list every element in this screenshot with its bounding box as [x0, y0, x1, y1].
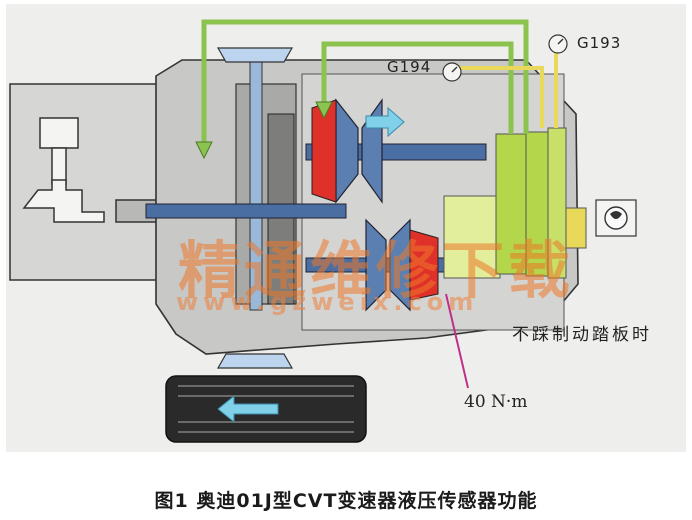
secondary-pressure-chamber — [409, 229, 439, 301]
flow-arrow-right-icon — [365, 106, 405, 138]
control-connector — [565, 207, 587, 249]
sensor-lines — [452, 50, 558, 128]
oil-line-arrow-2 — [315, 101, 333, 120]
pressure-gauge-icon-g194 — [442, 62, 462, 82]
pedal-note-label: 不踩制动踏板时 — [512, 325, 652, 345]
sensor-label-g194: G194 — [387, 58, 432, 76]
bottom-disc — [216, 353, 294, 369]
torque-label: 40 N·m — [464, 392, 528, 412]
top-disc — [216, 47, 294, 63]
engine-block — [9, 83, 159, 281]
piston-icon — [22, 117, 105, 223]
tire-icon — [165, 375, 367, 443]
oil-line-arrow-1 — [195, 141, 213, 160]
torque-marker-line — [445, 293, 469, 389]
valve-body-light — [443, 195, 501, 279]
pressure-gauge-icon-g193 — [548, 34, 568, 54]
brake-warning-icon — [595, 199, 637, 237]
diagram-frame: G193 G194 不踩制动踏板时 40 N·m 精通维修下载 www.gzwe… — [6, 4, 686, 452]
cvt-diagram — [9, 19, 637, 443]
watermark-cn: 精通维修下载 — [178, 234, 575, 307]
sensor-label-g193: G193 — [577, 34, 622, 52]
secondary-pulley-left — [365, 218, 387, 312]
rotation-arrow-left-icon — [217, 394, 279, 424]
oil-line-a — [201, 19, 529, 154]
figure-caption: 图1 奥迪01J型CVT变速器液压传感器功能 — [154, 490, 538, 512]
main-shaft — [145, 203, 347, 219]
control-unit-1 — [495, 133, 527, 275]
watermark-url: www.gzweix.com — [176, 288, 479, 316]
